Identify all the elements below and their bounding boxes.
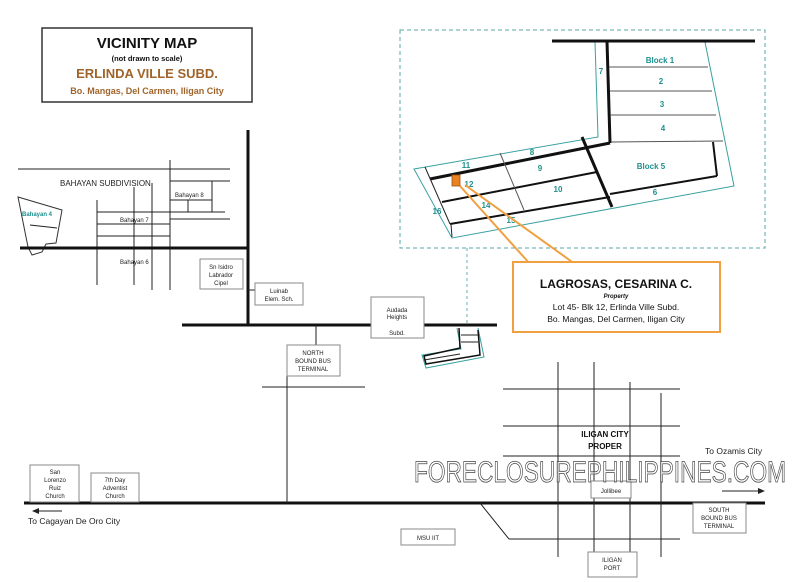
- map-label: Subd.: [389, 331, 405, 337]
- map-label: Ruiz: [49, 486, 61, 492]
- map-label: MSU IIT: [417, 536, 439, 542]
- bahayan-4-label: Bahayan 4: [22, 212, 53, 218]
- block-4-label: 4: [661, 124, 666, 133]
- bahayan-area: BAHAYAN SUBDIVISION Bahayan 4 Bahayan 8 …: [17, 160, 230, 290]
- iligan-proper-label-2: PROPER: [588, 442, 622, 451]
- jollibee-label: Jollibee: [601, 489, 622, 495]
- block-7-label: 7: [599, 67, 604, 76]
- callout-line: [464, 184, 576, 265]
- san-lorenzo-ruiz-church: San Lorenzo Ruiz Church: [29, 464, 80, 503]
- to-cagayan-direction: To Cagayan De Oro City: [28, 508, 121, 526]
- block-9-label: 9: [538, 164, 543, 173]
- bahayan-subdivision-label: BAHAYAN SUBDIVISION: [60, 179, 151, 188]
- property-label: Property: [604, 294, 629, 300]
- watermark: FORECLOSUREPHILIPPINES.COM: [414, 456, 786, 489]
- subdivision-inset: Block 1 2 3 4 Block 5 6 7 8 9 10 11 12 1…: [399, 29, 766, 249]
- block-14-label: 14: [482, 201, 491, 210]
- seventh-day-adventist-church: 7th Day Adventist Church: [90, 472, 140, 503]
- map-label: BOUND BUS: [701, 516, 737, 522]
- subdivision-name: ERLINDA VILLE SUBD.: [76, 66, 218, 81]
- map-title: VICINITY MAP: [97, 35, 198, 52]
- block-8-label: 8: [530, 148, 535, 157]
- iligan-proper-label: ILIGAN CITY: [581, 430, 629, 439]
- map-label: Heights: [387, 315, 407, 321]
- south-terminal-label: SOUTH: [709, 508, 730, 514]
- title-box: VICINITY MAP (not drawn to scale) ERLIND…: [41, 27, 253, 103]
- owner-name: LAGROSAS, CESARINA C.: [540, 277, 692, 291]
- to-cagayan-label: To Cagayan De Oro City: [28, 516, 121, 526]
- block-6-label: 6: [653, 188, 658, 197]
- map-label: 7th Day: [105, 478, 126, 484]
- bahayan-8-label: Bahayan 8: [175, 193, 204, 199]
- san-isidro-chapel: Sn Isidro Labrador Cipel: [199, 258, 244, 290]
- property-address: Bo. Mangas, Del Carmen, Iligan City: [547, 314, 685, 324]
- map-label: NORTH: [302, 351, 323, 357]
- bahayan-6-label: Bahayan 6: [120, 260, 149, 266]
- map-label: Cipel: [214, 281, 228, 287]
- map-label: BOUND BUS: [295, 359, 331, 365]
- erlinda-ville-location: [421, 327, 485, 369]
- arrow-left-icon: [32, 508, 39, 514]
- north-bound-bus-terminal: NORTH BOUND BUS TERMINAL: [286, 344, 341, 377]
- title-address: Bo. Mangas, Del Carmen, Iligan City: [70, 86, 224, 96]
- block-5-label: Block 5: [637, 162, 666, 171]
- block-2-label: 2: [659, 77, 664, 86]
- map-label: Luinab: [270, 289, 289, 295]
- map-label: Church: [45, 494, 64, 500]
- map-label: Church: [105, 494, 124, 500]
- block-1-label: Block 1: [646, 56, 675, 65]
- callout-line: [459, 185, 531, 265]
- map-label: Labrador: [209, 273, 233, 279]
- map-label: Elem. Sch.: [264, 297, 293, 303]
- msu-iit: MSU IIT: [400, 528, 456, 546]
- iligan-port-label: ILIGAN: [602, 558, 622, 564]
- arrow-right-icon: [758, 488, 765, 494]
- block-3-label: 3: [660, 100, 665, 109]
- map-label: Sn Isidro: [209, 265, 233, 271]
- block-11-label: 11: [462, 161, 471, 170]
- luinab-elem-school: Luinab Elem. Sch.: [254, 282, 304, 306]
- map-label: TERMINAL: [298, 367, 329, 373]
- map-label: PORT: [604, 566, 621, 572]
- property-info-box: LAGROSAS, CESARINA C. Property Lot 45- B…: [512, 261, 721, 333]
- block-15-label: 15: [507, 216, 516, 225]
- block-16-label: 16: [433, 207, 442, 216]
- audada-heights-subd: Audada Heights Subd.: [370, 296, 425, 339]
- property-lot: Lot 45- Blk 12, Erlinda Ville Subd.: [553, 302, 679, 312]
- map-subtitle: (not drawn to scale): [112, 54, 183, 63]
- map-label: Adventist: [103, 486, 128, 492]
- bahayan-7-label: Bahayan 7: [120, 218, 149, 224]
- map-label: Lorenzo: [44, 478, 66, 484]
- block-12-label: 12: [465, 180, 474, 189]
- property-lot-marker: [451, 174, 461, 187]
- map-label: TERMINAL: [704, 524, 735, 530]
- iligan-city-grid: ILIGAN CITY PROPER Jollibee ILIGAN PORT …: [479, 362, 765, 578]
- block-10-label: 10: [554, 185, 563, 194]
- to-ozamis-label: To Ozamis City: [705, 446, 763, 456]
- map-label: Audada: [387, 308, 408, 314]
- map-label: San: [50, 470, 61, 476]
